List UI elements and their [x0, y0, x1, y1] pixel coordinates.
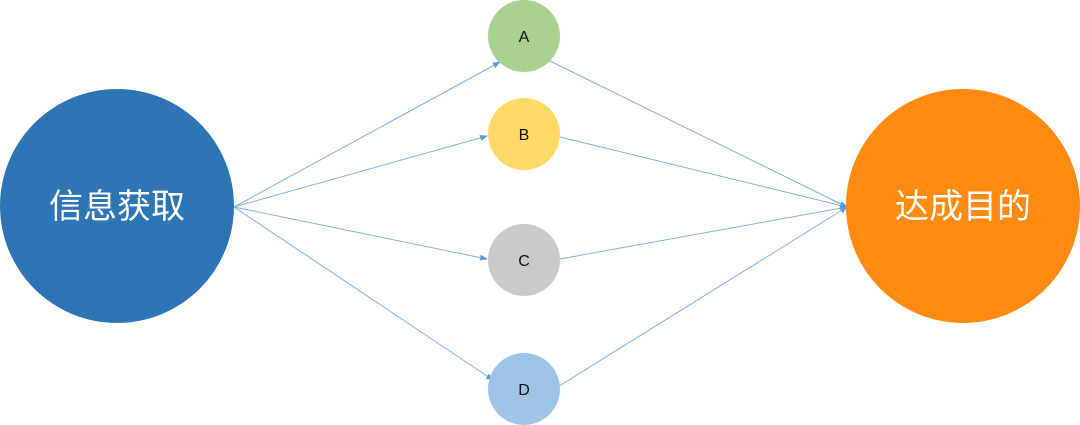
edge-source-to-d [233, 206, 494, 381]
edge-source-to-c [233, 206, 488, 261]
edge-b-to-target [559, 136, 848, 209]
edge-d-to-target [555, 206, 848, 389]
node-a: A [488, 0, 560, 72]
edge-a-to-target [547, 59, 848, 208]
node-a-label: A [519, 29, 530, 46]
node-d: D [488, 353, 560, 425]
node-source: 信息获取 [0, 89, 234, 323]
node-target-circle [846, 89, 1080, 323]
node-target: 达成目的 [846, 89, 1080, 323]
node-d-label: D [518, 382, 530, 399]
node-b-circle [488, 98, 560, 170]
edge-source-to-a [233, 61, 501, 208]
node-c-circle [488, 224, 560, 296]
node-a-circle [488, 0, 560, 72]
node-d-circle [488, 353, 560, 425]
node-c-label: C [518, 253, 530, 270]
node-c: C [488, 224, 560, 296]
node-source-label: 信息获取 [49, 187, 185, 227]
node-source-circle [0, 89, 234, 323]
edge-c-to-target [559, 205, 848, 260]
node-target-label: 达成目的 [895, 187, 1031, 227]
edge-source-to-b [233, 135, 488, 208]
node-b: B [488, 98, 560, 170]
node-b-label: B [519, 127, 530, 144]
